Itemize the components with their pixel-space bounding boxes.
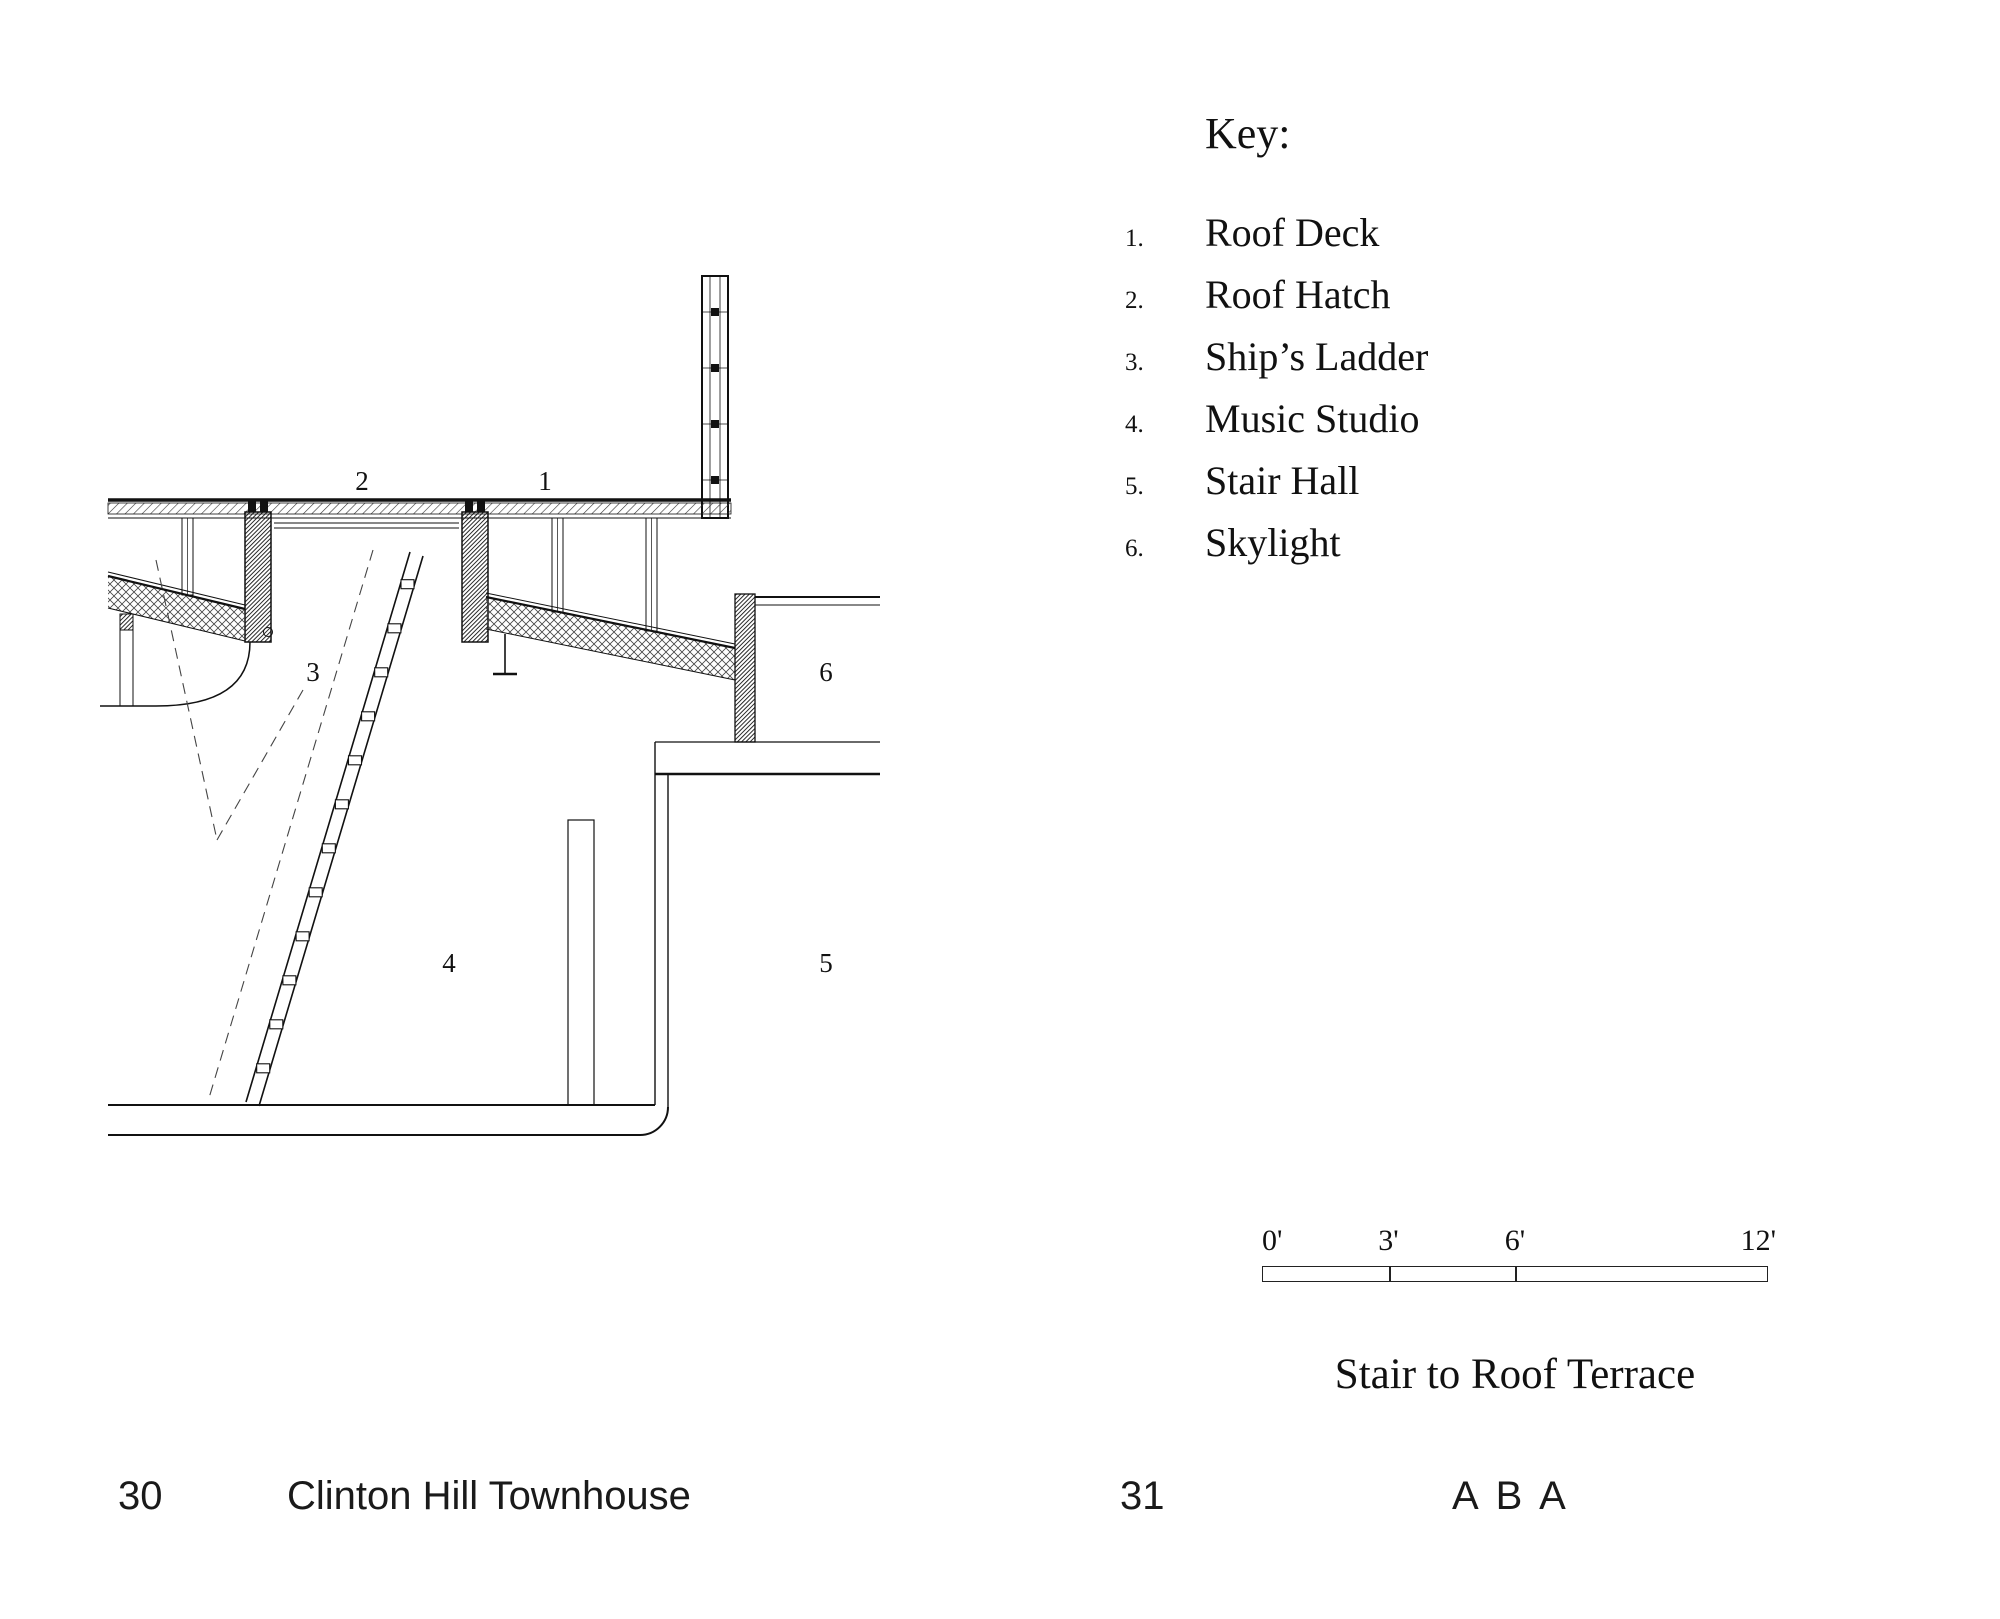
key-legend: Key: 1. Roof Deck 2. Roof Hatch 3. Ship’… — [1125, 108, 1645, 581]
left-roof-assembly — [100, 571, 251, 707]
scale-bar-tick-6ft — [1515, 1267, 1517, 1281]
key-item-label: Stair Hall — [1205, 458, 1360, 503]
skylight-shaft — [655, 593, 880, 776]
key-item: 3. Ship’s Ladder — [1125, 333, 1645, 395]
callout-music-studio: 4 — [442, 948, 456, 978]
roof-deck-assembly — [107, 498, 732, 529]
key-list: 1. Roof Deck 2. Roof Hatch 3. Ship’s Lad… — [1125, 209, 1645, 581]
page-number-right: 31 — [1120, 1474, 1165, 1518]
key-item: 5. Stair Hall — [1125, 457, 1645, 519]
key-item-label: Roof Deck — [1205, 210, 1380, 255]
scale-bar-graphic — [1262, 1266, 1768, 1282]
key-item: 6. Skylight — [1125, 519, 1645, 581]
ladder-clearance-dashed — [155, 549, 374, 1099]
key-item-label: Skylight — [1205, 520, 1341, 565]
callout-ships-ladder: 3 — [306, 657, 320, 687]
key-item-number: 2. — [1125, 287, 1144, 314]
callout-stair-hall: 5 — [819, 948, 833, 978]
key-item-number: 3. — [1125, 349, 1144, 376]
scale-bar-labels: 0' 3' 6' 12' — [1262, 1224, 1776, 1260]
hatch-curb-right — [461, 500, 489, 643]
key-item-number: 4. — [1125, 411, 1144, 438]
scale-bar-tick-3ft — [1389, 1267, 1391, 1281]
section-drawing-svg: 2 1 3 6 4 5 — [100, 275, 880, 1136]
scale-label-6ft: 6' — [1504, 1224, 1526, 1257]
key-item-number: 6. — [1125, 535, 1144, 562]
key-item-number: 5. — [1125, 473, 1144, 500]
callout-roof-hatch: 2 — [355, 466, 369, 496]
drawing-callouts: 2 1 3 6 4 5 — [306, 466, 833, 978]
key-item-number: 1. — [1125, 225, 1144, 252]
key-item-label: Roof Hatch — [1205, 272, 1391, 317]
section-drawing: 2 1 3 6 4 5 — [90, 260, 890, 1170]
right-roof-assembly — [485, 592, 736, 681]
key-title: Key: — [1205, 109, 1291, 158]
callout-skylight: 6 — [819, 657, 833, 687]
room-walls — [567, 742, 669, 1107]
hatch-curb-left — [244, 500, 272, 643]
key-item: 4. Music Studio — [1125, 395, 1645, 457]
ships-ladder — [245, 551, 424, 1107]
scale-label-0ft: 0' — [1262, 1224, 1283, 1257]
project-title: Clinton Hill Townhouse — [287, 1474, 691, 1518]
key-item-label: Music Studio — [1205, 396, 1420, 441]
key-item-label: Ship’s Ladder — [1205, 334, 1429, 379]
firm-name: A B A — [1452, 1474, 1570, 1518]
deck-supports — [181, 517, 658, 632]
scale-bar: 0' 3' 6' 12' — [1262, 1224, 1776, 1284]
floor-lines — [108, 1104, 669, 1136]
page-number-left: 30 — [118, 1474, 163, 1518]
scale-label-3ft: 3' — [1378, 1224, 1399, 1257]
drawing-caption: Stair to Roof Terrace — [1334, 1351, 1696, 1398]
key-item: 1. Roof Deck — [1125, 209, 1645, 271]
key-item: 2. Roof Hatch — [1125, 271, 1645, 333]
scale-label-12ft: 12' — [1740, 1224, 1776, 1257]
guardrail-post — [701, 275, 729, 519]
callout-roof-deck: 1 — [538, 466, 552, 496]
